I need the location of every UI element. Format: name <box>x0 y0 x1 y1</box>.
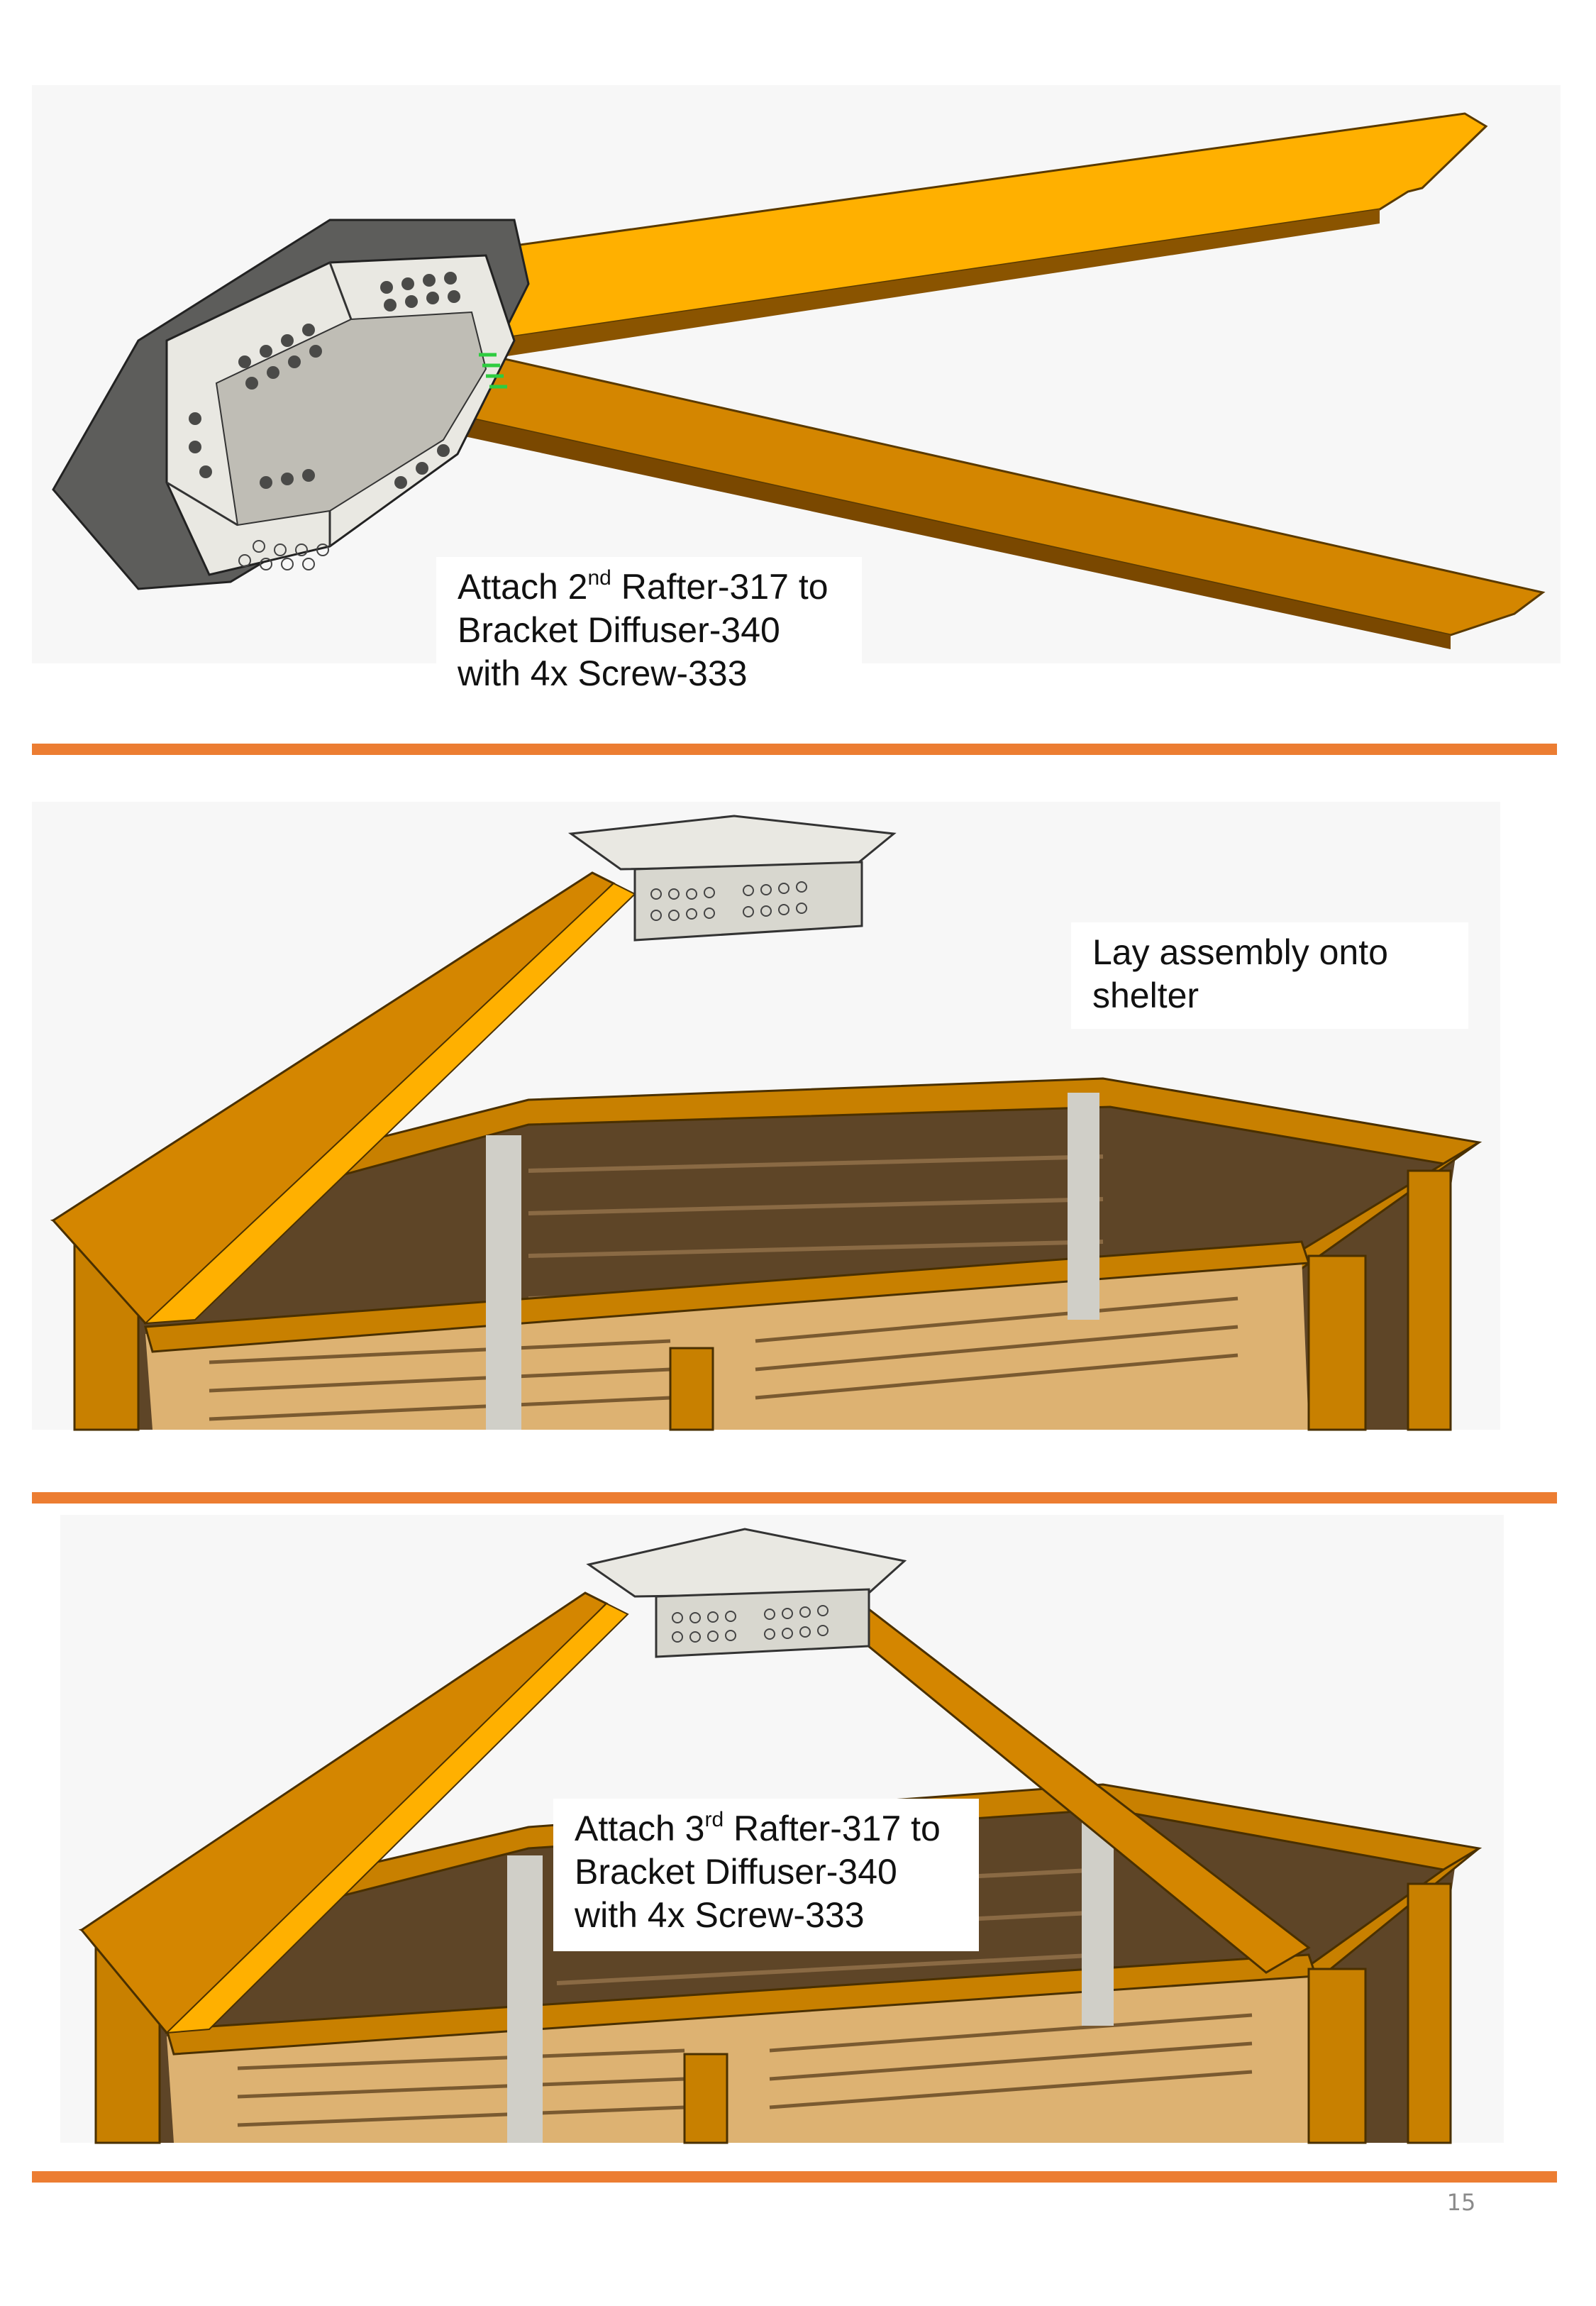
page-number: 15 <box>1446 2189 1476 2216</box>
step-2-illustration: Lay assembly onto shelter <box>32 802 1500 1431</box>
step-2-line-2: shelter <box>1092 976 1199 1015</box>
step-3-line-1: Attach 3rd Rafter-317 to <box>575 1808 941 1848</box>
step-1-line-3: with 4x Screw-333 <box>458 653 748 693</box>
step-1-line-2: Bracket Diffuser-340 <box>458 610 780 650</box>
step-3-illustration: Attach 3rd Rafter-317 to Bracket Diffuse… <box>60 1515 1504 2144</box>
step-2-line-1: Lay assembly onto <box>1092 932 1388 972</box>
rafters-and-diffuser-drawing <box>52 112 1546 649</box>
step-3-instruction: Attach 3rd Rafter-317 to Bracket Diffuse… <box>553 1799 979 1951</box>
section-divider <box>32 2171 1557 2183</box>
step-3-line-2: Bracket Diffuser-340 <box>575 1852 897 1892</box>
step-1-line-1: Attach 2nd Rafter-317 to <box>458 566 829 607</box>
step-2-instruction: Lay assembly onto shelter <box>1071 922 1468 1029</box>
step-1-illustration: Attach 2nd Rafter-317 to Bracket Diffuse… <box>32 85 1561 693</box>
step-3-line-3: with 4x Screw-333 <box>575 1895 865 1935</box>
step-1-instruction: Attach 2nd Rafter-317 to Bracket Diffuse… <box>436 557 862 693</box>
section-divider <box>32 1492 1557 1504</box>
shelter-with-two-rafters-drawing <box>78 1528 1483 2144</box>
section-divider <box>32 744 1557 755</box>
shelter-with-rafter-drawing <box>50 815 1483 1431</box>
